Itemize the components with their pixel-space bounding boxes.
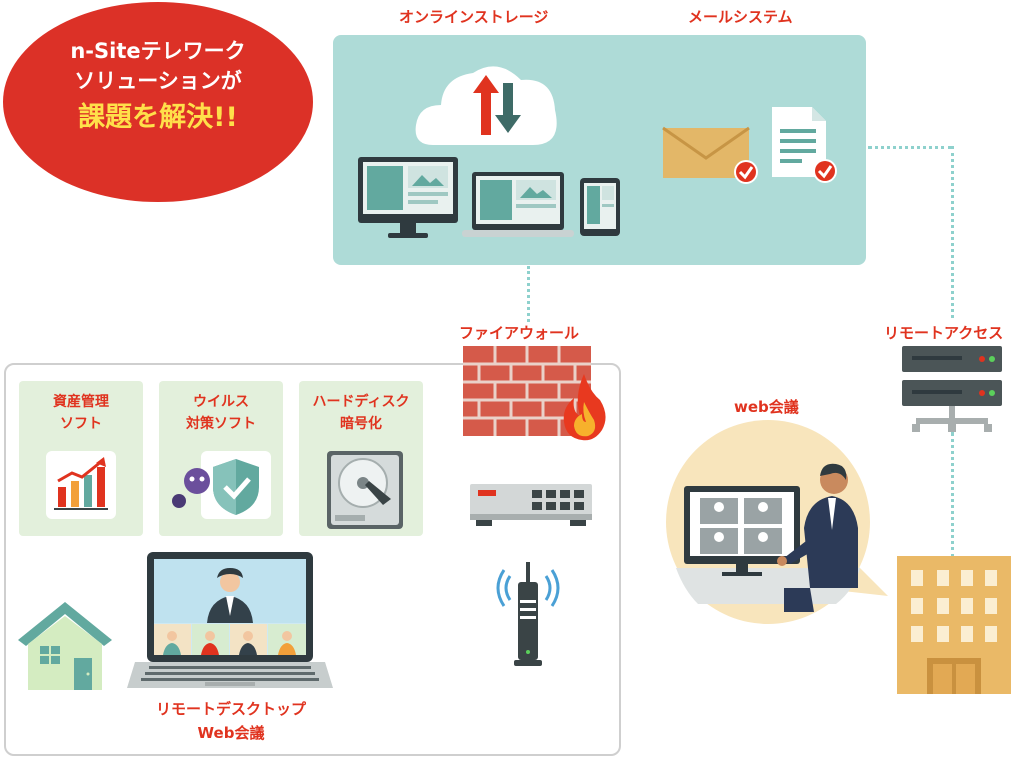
web-meeting-scene xyxy=(666,420,888,624)
headline-line-1: n-Siteテレワーク xyxy=(70,39,246,63)
mail-system-label: メールシステム xyxy=(688,8,793,26)
remote-access-label: リモートアクセス xyxy=(884,324,1004,342)
card-title-line2: 暗号化 xyxy=(340,416,382,432)
laptop-caption-line2: Web会議 xyxy=(197,724,265,742)
businessman-icon xyxy=(777,463,858,612)
cloud-sync-icon xyxy=(415,66,557,145)
network-switch-icon xyxy=(470,484,592,526)
document-check-icon xyxy=(772,107,837,183)
card-title-line1: ハードディスク xyxy=(312,394,410,410)
connector-cloud-firewall xyxy=(527,266,530,322)
envelope-check-icon xyxy=(662,126,758,184)
headline-badge: n-Siteテレワーク ソリューションが 課題を解決!! xyxy=(3,2,313,202)
card-title-line2: 対策ソフト xyxy=(186,416,256,432)
laptop-icon xyxy=(462,172,574,237)
antivirus-card: ウイルス 対策ソフト xyxy=(159,381,283,536)
card-title-line1: 資産管理 xyxy=(53,394,109,410)
asset-management-card: 資産管理 ソフト xyxy=(19,381,143,536)
tablet-icon xyxy=(580,178,620,236)
disk-encryption-card: ハードディスク 暗号化 xyxy=(299,381,423,536)
wifi-router-icon xyxy=(496,562,560,666)
firewall-label: ファイアウォール xyxy=(459,324,580,342)
hard-disk-icon xyxy=(327,451,403,529)
headline-line-3: 課題を解決!! xyxy=(78,102,238,133)
card-title-line1: ウイルス xyxy=(193,394,249,410)
office-building-icon xyxy=(897,556,1011,694)
connector-mail-remote xyxy=(868,146,952,149)
flame-icon xyxy=(563,374,606,441)
connector-server-building xyxy=(951,432,954,558)
server-rack-icon xyxy=(902,346,1002,432)
laptop-caption-line1: リモートデスクトップ xyxy=(155,700,306,718)
headline-line-2: ソリューションが xyxy=(74,69,242,93)
video-call-laptop-icon xyxy=(127,552,333,688)
house-icon xyxy=(18,602,112,690)
bar-chart-icon xyxy=(46,451,116,519)
online-storage-label: オンラインストレージ xyxy=(399,8,549,26)
virus-shield-icon xyxy=(172,451,271,519)
desktop-monitor-icon xyxy=(358,157,458,238)
laptop-caption: リモートデスクトップ Web会議 xyxy=(121,697,341,745)
connector-remote-vertical xyxy=(951,146,954,318)
card-title-line2: ソフト xyxy=(60,416,102,432)
web-meeting-label: web会議 xyxy=(734,398,799,416)
